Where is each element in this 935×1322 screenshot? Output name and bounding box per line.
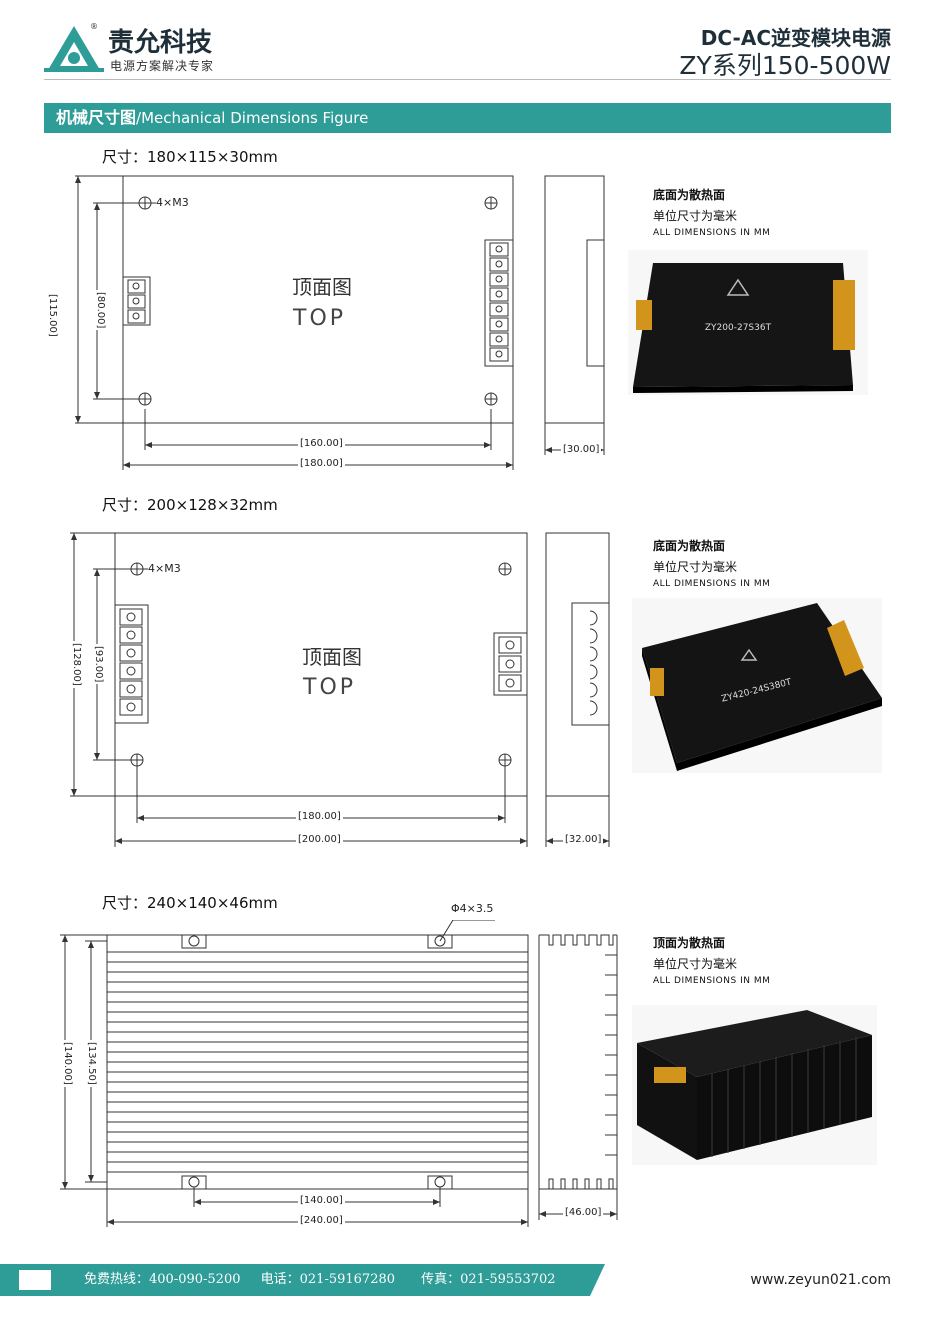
d2-dim-width-inner: [180.00] — [296, 811, 343, 822]
drawing-2-size-label: 尺寸：200×128×32mm — [102, 496, 278, 514]
footer-fax: 传真：021-59553702 — [421, 1272, 556, 1287]
d1-notes: 底面为散热面 单位尺寸为毫米 ALL DIMENSIONS IN MM — [653, 186, 770, 238]
d1-dim-depth: [30.00] — [561, 444, 602, 455]
logo-icon — [44, 26, 104, 72]
d2-hole-tr — [498, 562, 512, 576]
header-divider — [44, 79, 891, 80]
footer-contacts: 免费热线：400-090-5200 电话：021-59167280 传真：021… — [84, 1264, 556, 1296]
d2-hole-label: 4×M3 — [148, 562, 181, 575]
brand-name: 责允科技 — [108, 28, 213, 58]
d1-view-en: TOP — [293, 306, 347, 331]
trademark-mark: ® — [90, 22, 98, 31]
d3-note-unit: 单位尺寸为毫米 — [653, 957, 738, 971]
d1-view-cn: 顶面图 — [292, 275, 352, 299]
d3-heatsink-fins — [107, 951, 528, 1173]
d2-side-view — [545, 532, 610, 847]
d2-terminal-left — [114, 604, 149, 724]
d2-hole-br — [498, 753, 512, 767]
d3-dim-height-inner: [134.50] — [86, 1040, 97, 1087]
d2-product-photo: ZY420-24S380T — [632, 598, 882, 773]
d3-dim-width-outer: [240.00] — [298, 1215, 345, 1226]
drawing-2-top-view — [70, 532, 610, 847]
d2-notes: 底面为散热面 单位尺寸为毫米 ALL DIMENSIONS IN MM — [653, 537, 770, 589]
d3-dim-width-inner: [140.00] — [298, 1195, 345, 1206]
d2-dim-depth: [32.00] — [563, 834, 604, 845]
d1-dim-height-outer: [115.00] — [47, 292, 58, 339]
section-title-bar: 机械尺寸图/Mechanical Dimensions Figure — [44, 103, 891, 133]
d3-dim-depth: [46.00] — [563, 1207, 604, 1218]
d1-hole-bl — [138, 392, 152, 406]
d1-dim-height-inner: [80.00] — [95, 290, 106, 331]
drawing-1-size-label: 尺寸：180×115×30mm — [102, 148, 278, 166]
footer-hotline: 免费热线：400-090-5200 — [84, 1272, 241, 1287]
d1-hole-tl — [138, 196, 152, 210]
d3-side-view — [538, 934, 618, 1220]
series-title: ZY系列150-500W — [679, 51, 891, 80]
d2-note-heat: 底面为散热面 — [653, 539, 726, 553]
d1-terminal-right — [484, 239, 514, 367]
d2-dim-height-outer: [128.00] — [71, 641, 82, 688]
brand-slogan: 电源方案解决专家 — [110, 59, 215, 73]
footer-website-link[interactable]: www.zeyun021.com — [750, 1272, 891, 1288]
d1-dim-width-inner: [160.00] — [298, 438, 345, 449]
d1-hole-tr — [484, 196, 498, 210]
d1-photo-model: ZY200-27S36T — [705, 323, 772, 333]
d1-note-heat: 底面为散热面 — [653, 188, 726, 202]
d1-note-en: ALL DIMENSIONS IN MM — [653, 228, 771, 238]
d3-notes: 顶面为散热面 单位尺寸为毫米 ALL DIMENSIONS IN MM — [653, 934, 770, 986]
d3-product-photo — [632, 1005, 877, 1165]
d1-product-photo: ZY200-27S36T — [628, 250, 868, 395]
section-title-en: /Mechanical Dimensions Figure — [136, 109, 369, 127]
d2-view-en: TOP — [303, 675, 357, 700]
d2-note-unit: 单位尺寸为毫米 — [653, 560, 738, 574]
drawing-3-size-label: 尺寸：240×140×46mm — [102, 894, 278, 912]
product-line-title: DC-AC逆变模块电源 — [700, 26, 891, 50]
d2-dim-height-inner: [93.00] — [93, 644, 104, 685]
d1-note-unit: 单位尺寸为毫米 — [653, 209, 738, 223]
d1-hole-br — [484, 392, 498, 406]
d2-hole-tl — [130, 562, 144, 576]
d2-dim-width-outer: [200.00] — [296, 834, 343, 845]
footer-phone: 电话：021-59167280 — [260, 1272, 396, 1287]
drawing-3-top-view — [60, 920, 618, 1227]
section-title-cn: 机械尺寸图 — [56, 108, 137, 127]
d2-note-en: ALL DIMENSIONS IN MM — [653, 579, 771, 589]
d2-view-cn: 顶面图 — [302, 645, 362, 669]
d3-note-heat: 顶面为散热面 — [653, 936, 726, 950]
d3-hole-tl — [188, 935, 200, 947]
d3-dim-height-outer: [140.00] — [62, 1040, 73, 1087]
d1-side-view — [544, 175, 605, 455]
d3-note-en: ALL DIMENSIONS IN MM — [653, 976, 771, 986]
d1-dim-width-outer: [180.00] — [298, 458, 345, 469]
drawing-1-top-view — [75, 175, 605, 470]
d2-terminal-right — [493, 632, 528, 696]
brand-logo — [44, 22, 104, 74]
d1-terminal-left — [122, 276, 151, 326]
d2-hole-bl — [130, 753, 144, 767]
d1-hole-label: 4×M3 — [156, 196, 189, 209]
d3-hole-label: Φ4×3.5 — [451, 902, 494, 915]
footer-bar-bg — [0, 1264, 605, 1296]
d3-hole-tr — [434, 935, 446, 947]
